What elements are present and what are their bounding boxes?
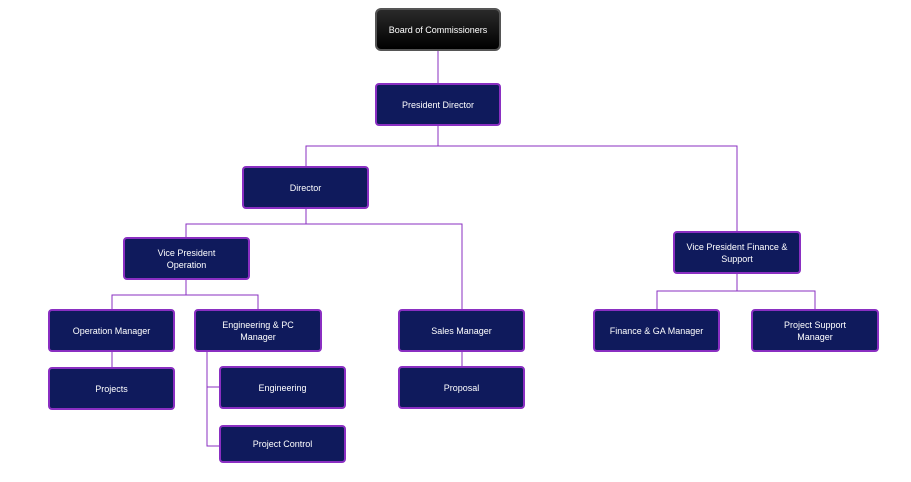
finance-ga-manager-box: Finance & GA Manager (593, 309, 720, 352)
operation-manager-box: Operation Manager (48, 309, 175, 352)
project-control-box: Project Control (219, 425, 346, 463)
engineering-label: Engineering (258, 382, 307, 393)
sales-manager-box: Sales Manager (398, 309, 525, 352)
board-of-commissioners-box: Board of Commissioners (375, 8, 501, 51)
director-label: Director (289, 182, 322, 193)
finance-ga-manager-label: Finance & GA Manager (609, 325, 704, 336)
projects-box: Projects (48, 367, 175, 410)
engineering-pc-manager-box: Engineering & PC Manager (194, 309, 322, 352)
president-director-box: President Director (375, 83, 501, 126)
proposal-box: Proposal (398, 366, 525, 409)
connector-vpop-branch (111, 279, 259, 309)
connector-director-branch (185, 209, 463, 309)
vp-operation-box: Vice President Operation (123, 237, 250, 280)
vp-finance-support-label: Vice President Finance & Support (686, 241, 788, 264)
project-support-manager-label: Project Support Manager (783, 319, 847, 342)
connector-vpfin-branch (656, 273, 816, 309)
vp-operation-label: Vice President Operation (157, 247, 216, 270)
projects-label: Projects (95, 383, 128, 394)
president-director-label: President Director (401, 99, 475, 110)
project-support-manager-box: Project Support Manager (751, 309, 879, 352)
sales-manager-label: Sales Manager (431, 325, 492, 336)
connector-engpc-children (206, 351, 220, 447)
engineering-box: Engineering (219, 366, 346, 409)
project-control-label: Project Control (252, 439, 313, 449)
engineering-pc-manager-label: Engineering & PC Manager (222, 319, 294, 342)
proposal-label: Proposal (443, 382, 480, 393)
vp-finance-support-box: Vice President Finance & Support (673, 231, 801, 274)
operation-manager-label: Operation Manager (72, 325, 151, 336)
board-of-commissioners-label: Board of Commissioners (388, 24, 488, 35)
connector-president-branch (305, 125, 738, 231)
director-box: Director (242, 166, 369, 209)
